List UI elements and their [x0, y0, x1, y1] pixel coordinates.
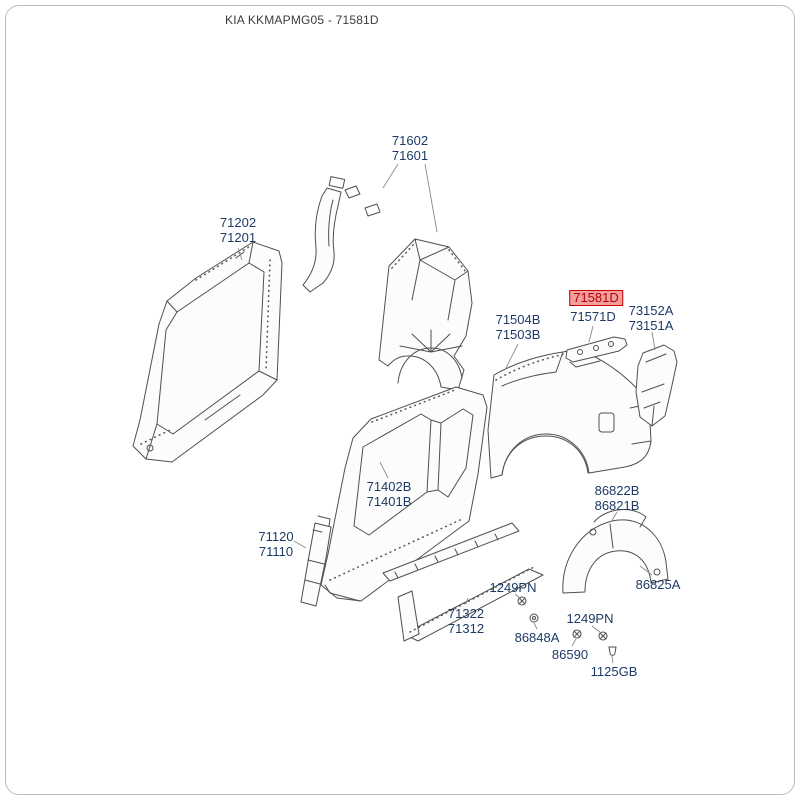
part-71503-quarter-panel-outer: [487, 348, 652, 479]
part-number: 1249PN: [566, 611, 614, 626]
part-number: 1125GB: [590, 664, 638, 679]
part-number: 71110: [258, 544, 294, 559]
bolt-1125gb-icon: [608, 646, 617, 656]
part-label-1249pn-2[interactable]: 1249PN: [567, 611, 614, 626]
screw-86590-icon: [572, 629, 582, 639]
part-71401-bodyside-frame-center: [320, 386, 488, 602]
part-number: 71601: [391, 148, 429, 163]
part-number: 86821B: [594, 498, 640, 513]
part-number: 71401B: [366, 494, 412, 509]
part-sill-inner-strip: [382, 522, 520, 582]
part-number: 86825A: [635, 577, 681, 592]
part-86821-wheel-guard: [562, 509, 669, 594]
part-label-1249pn-1[interactable]: 1249PN: [490, 580, 537, 595]
part-label-86590[interactable]: 86590: [552, 647, 588, 662]
part-number: 71202: [219, 215, 257, 230]
part-number: 71402B: [366, 479, 412, 494]
part-label-86848a[interactable]: 86848A: [515, 630, 560, 645]
leader-lines: [237, 163, 656, 664]
part-number: 1249PN: [489, 580, 537, 595]
part-71312-rocker-panel: [397, 566, 544, 642]
screw-1249pn-2-icon: [598, 631, 608, 641]
part-number: 71312: [447, 621, 485, 636]
screw-1249pn-1-icon: [517, 596, 527, 606]
part-number: 71602: [391, 133, 429, 148]
part-71110-pillar-reinf: [300, 515, 332, 607]
part-number: 71120: [258, 529, 294, 544]
part-number: 73151A: [628, 318, 674, 333]
part-71201-bodyside-frame: [132, 241, 283, 463]
part-73151-rear-combination-panel: [635, 344, 678, 427]
diagram-title: KIA KKMAPMG05 - 71581D: [225, 13, 379, 27]
part-number: 86848A: [514, 630, 560, 645]
part-number: 86822B: [594, 483, 640, 498]
part-label-86825a[interactable]: 86825A: [636, 577, 681, 592]
part-label-1125gb[interactable]: 1125GB: [591, 664, 638, 679]
part-number: 71201: [219, 230, 257, 245]
part-label-71571d[interactable]: 71571D: [570, 309, 616, 324]
part-number: 71322: [447, 606, 485, 621]
part-label-71581d[interactable]: 71581D: [569, 290, 623, 306]
part-number: 71581D: [573, 290, 619, 305]
fasteners: [517, 596, 617, 656]
clip-86848a-icon: [529, 613, 539, 623]
part-number: 71571D: [570, 309, 616, 324]
part-71601-quarter-inner: [378, 238, 473, 391]
part-71581-fuel-filler-bracket: [565, 336, 628, 368]
part-number: 86590: [551, 647, 589, 662]
part-number: 73152A: [628, 303, 674, 318]
part-71602-pillar-inner: [302, 176, 381, 293]
part-number: 71504B: [495, 312, 541, 327]
part-number: 71503B: [495, 327, 541, 342]
